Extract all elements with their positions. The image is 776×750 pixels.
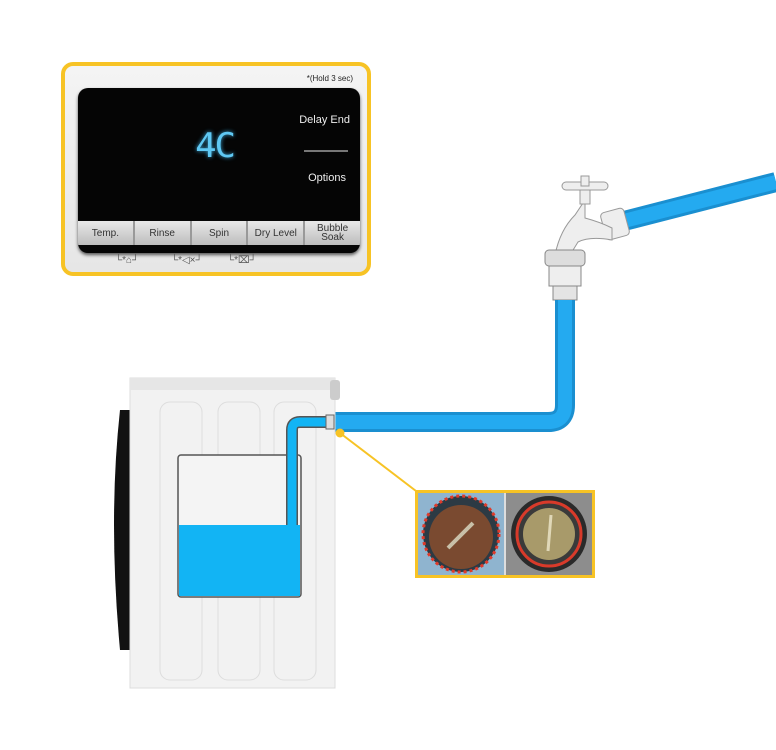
sound-off-icon: └*◁×┘ [171, 255, 203, 266]
child-lock-icon: └*⌂┘ [115, 255, 140, 266]
bubble-soak-button[interactable]: Bubble Soak [317, 223, 349, 243]
control-panel-zoom: *(Hold 3 sec) 4C Delay End Options Temp.… [61, 62, 371, 276]
callout-leader [335, 428, 417, 492]
washing-machine [114, 377, 340, 689]
supply-hose [617, 172, 776, 232]
water-level [179, 525, 300, 596]
faucet-icon [544, 175, 630, 301]
options-label[interactable]: Options [308, 172, 346, 184]
inlet-hose [332, 300, 575, 432]
option-buttons: Temp. Rinse Spin Dry Level Bubble Soak [78, 221, 360, 245]
spin-button[interactable]: Spin [192, 221, 249, 245]
temp-button[interactable]: Temp. [78, 221, 135, 245]
rinse-button[interactable]: Rinse [135, 221, 192, 245]
divider [304, 150, 348, 152]
filter-callout [415, 490, 595, 578]
hold-note: *(Hold 3 sec) [306, 74, 353, 83]
control-display: 4C Delay End Options Temp. Rinse Spin Dr… [78, 88, 360, 253]
smart-check-icon: └*⌧┘ [227, 255, 257, 266]
clogged-filter-photo [418, 493, 504, 575]
delay-end-label[interactable]: Delay End [299, 114, 350, 126]
error-code-display: 4C [195, 126, 236, 166]
clean-filter-photo [506, 493, 592, 575]
dry-level-button[interactable]: Dry Level [248, 221, 306, 245]
